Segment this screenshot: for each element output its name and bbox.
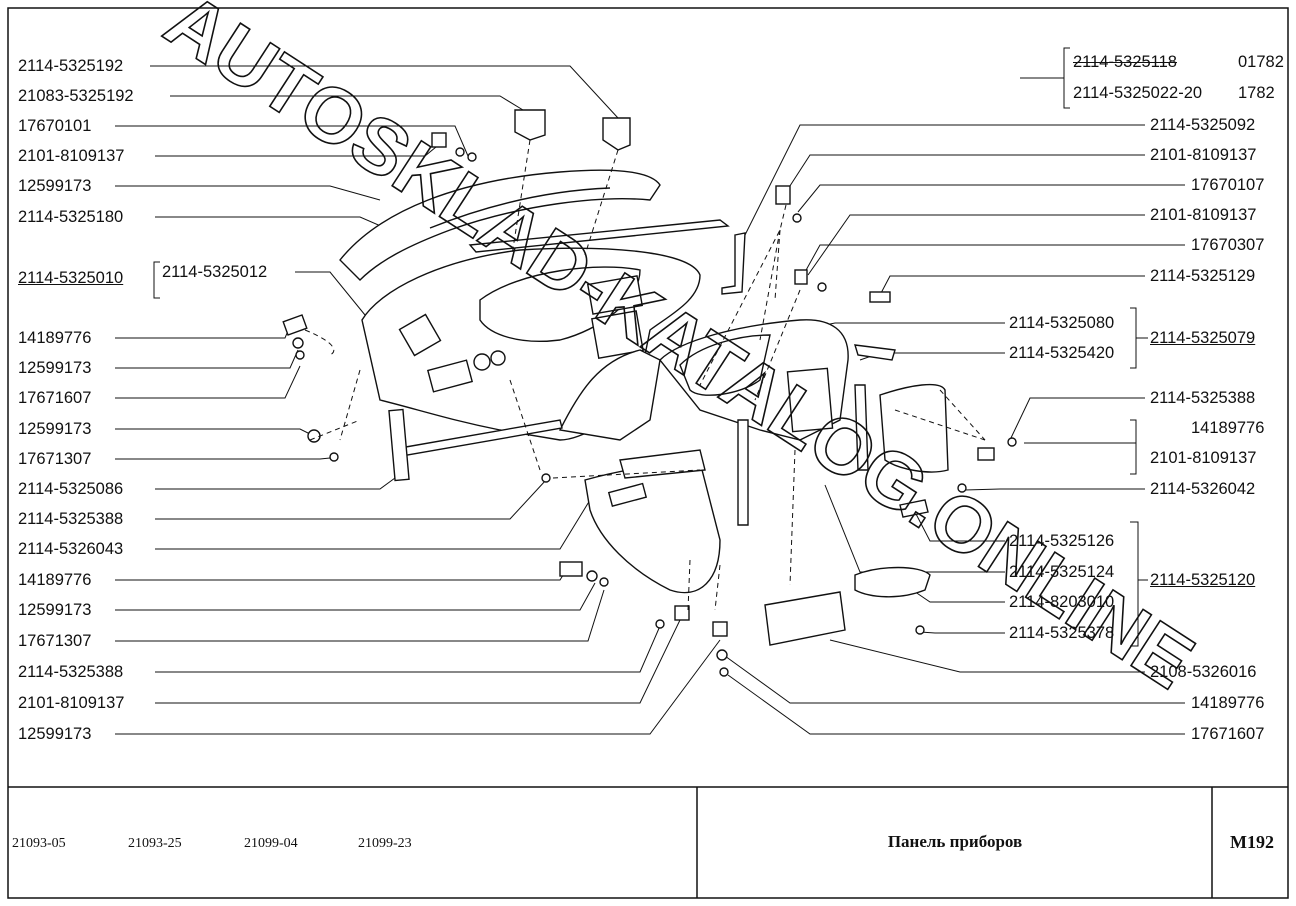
part-label[interactable]: 2114-5325022-20 <box>1073 84 1203 102</box>
part-label[interactable]: 2114-5325180 <box>18 208 124 226</box>
leader-line <box>155 625 661 673</box>
leader-line <box>744 124 1145 236</box>
leader-line <box>1009 397 1145 441</box>
leader-line <box>155 619 681 704</box>
part-label[interactable]: 2114-5325092 <box>1150 116 1256 134</box>
part-label[interactable]: 14189776 <box>18 329 92 347</box>
part-label[interactable]: 2114-5325388 <box>18 510 124 528</box>
diagram-title: Панель приборов <box>887 832 1023 851</box>
part-label[interactable]: 12599173 <box>18 725 92 743</box>
part-label[interactable]: 2114-5326042 <box>1150 480 1256 498</box>
leader-line <box>150 65 619 119</box>
part-label[interactable]: 2101-8109137 <box>18 147 125 165</box>
part-label[interactable]: 17671607 <box>1191 725 1265 743</box>
leader-line <box>797 184 1185 213</box>
part-label[interactable]: 2101-8109137 <box>1150 146 1257 164</box>
leader-line <box>914 511 1005 542</box>
part-label[interactable]: 2101-8109137 <box>1150 206 1257 224</box>
leader-line <box>727 674 1185 735</box>
sheet-code: M192 <box>1230 832 1274 852</box>
leader-line <box>115 428 315 437</box>
part-label[interactable]: 14189776 <box>18 571 92 589</box>
part-label[interactable]: 21083-5325192 <box>18 87 134 105</box>
leader-line <box>724 655 1185 704</box>
part-label[interactable]: 14189776 <box>1191 419 1265 437</box>
part-label[interactable]: 17670107 <box>1191 176 1265 194</box>
part-label[interactable]: 2114-5325012 <box>162 263 268 281</box>
part-label[interactable]: 2114-5325420 <box>1009 344 1115 362</box>
part-label[interactable]: 17670101 <box>18 117 92 135</box>
leader-line <box>155 216 391 231</box>
leader-line <box>115 589 605 642</box>
part-label[interactable]: 17671307 <box>18 450 92 468</box>
part-label[interactable]: 12599173 <box>18 601 92 619</box>
part-label[interactable]: 17670307 <box>1191 236 1265 254</box>
model-code: 21099-04 <box>244 836 298 851</box>
part-label[interactable]: 2114-5325118 <box>1073 53 1177 71</box>
part-label[interactable]: 2114-5325192 <box>18 57 124 75</box>
part-label[interactable]: 2101-8109137 <box>18 694 125 712</box>
model-code: 21093-05 <box>12 836 66 851</box>
part-label[interactable]: 2108-5326016 <box>1150 663 1257 681</box>
leader-line <box>829 639 1145 673</box>
dashboard-drawing <box>282 109 1017 677</box>
leader-line <box>804 244 1185 273</box>
part-label[interactable]: 12599173 <box>18 177 92 195</box>
part-label[interactable]: 2114-5325378 <box>1009 624 1115 642</box>
leader-line <box>807 214 1145 276</box>
leader-line <box>155 479 547 520</box>
leader-line <box>115 639 721 735</box>
part-label[interactable]: 2114-5325086 <box>18 480 124 498</box>
part-label[interactable]: 2114-5325126 <box>1009 532 1115 550</box>
assembly-label[interactable]: 2114-5325079 <box>1150 329 1256 347</box>
part-label[interactable]: 12599173 <box>18 420 92 438</box>
part-label[interactable]: 2114-5325080 <box>1009 314 1115 332</box>
part-label[interactable]: 2114-5326043 <box>18 540 124 558</box>
leader-line <box>115 325 291 339</box>
part-label[interactable]: 14189776 <box>1191 694 1265 712</box>
leader-line <box>785 154 1145 193</box>
leader-line <box>115 571 566 581</box>
leader-line <box>879 275 1145 296</box>
part-label[interactable]: 17671307 <box>18 632 92 650</box>
leader-line <box>155 477 396 490</box>
assembly-label[interactable]: 2114-5325120 <box>1150 571 1256 589</box>
leader-line <box>115 582 596 611</box>
part-label[interactable]: 01782 <box>1238 53 1284 71</box>
part-label[interactable]: 1782 <box>1238 84 1275 102</box>
leader-line <box>115 349 299 369</box>
leader-line <box>919 631 1005 634</box>
model-code: 21099-23 <box>358 836 412 851</box>
leader-line <box>964 488 1145 491</box>
model-code: 21093-25 <box>128 836 182 851</box>
part-label[interactable]: 2101-8109137 <box>1150 449 1257 467</box>
part-label[interactable]: 2114-5325124 <box>1009 563 1115 581</box>
part-label[interactable]: 2114-5325129 <box>1150 267 1256 285</box>
leader-line <box>115 457 331 460</box>
part-label[interactable]: 2114-8203010 <box>1009 593 1115 611</box>
leader-line <box>115 365 301 399</box>
leader-line <box>170 95 524 111</box>
part-label[interactable]: 2114-5325388 <box>18 663 124 681</box>
part-label[interactable]: 17671607 <box>18 389 92 407</box>
leader-line <box>155 499 591 550</box>
leader-line <box>155 146 437 157</box>
part-label[interactable]: 12599173 <box>18 359 92 377</box>
leader-line <box>115 125 469 157</box>
leader-line <box>295 271 366 316</box>
leader-line <box>115 185 381 201</box>
assembly-label[interactable]: 2114-5325010 <box>18 269 124 287</box>
leader-line <box>824 484 1005 573</box>
part-label[interactable]: 2114-5325388 <box>1150 389 1256 407</box>
